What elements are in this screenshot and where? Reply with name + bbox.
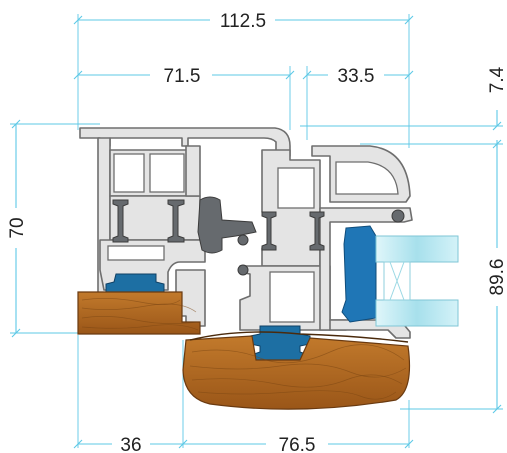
dimension-sash-height: 89.6 [487,144,507,414]
dimension-frame-cladding-width: 36 [73,435,188,453]
dimension-glass-offset: 33.5 [302,66,414,87]
dimension-frame-height: 70 [7,119,28,338]
center-seal-gasket [197,196,257,254]
frame-thermal-break [112,199,185,243]
frame-wood-cladding [77,291,201,335]
dimension-label-frame-height: 70 [7,217,28,238]
sash-aluminium-profile [239,145,413,339]
dimension-frame-width: 71.5 [73,66,295,87]
dimension-label-glass-offset: 33.5 [338,66,375,87]
sash-thermal-break [237,209,405,276]
glass-unit [375,235,459,327]
dimension-label-frame-width: 71.5 [164,66,201,87]
dimension-label-frame-cladding: 36 [120,435,141,453]
sash-bottom-seal [189,331,409,343]
dimension-label-top-offset: 7.4 [487,66,507,93]
dimension-label-sash-cladding: 76.5 [279,435,316,453]
dimension-label-overall-width: 112.5 [220,11,266,32]
dimension-sash-cladding-width: 76.5 [183,435,414,453]
sash-wood-cladding [182,335,411,410]
dimension-label-sash-height: 89.6 [487,259,507,296]
dimension-overall-width: 112.5 [73,11,414,32]
dimension-top-offset: 7.4 [487,66,507,149]
glazing-bead [341,225,377,323]
dimension-lines: 112.5 71.5 33.5 7.4 [7,11,507,453]
